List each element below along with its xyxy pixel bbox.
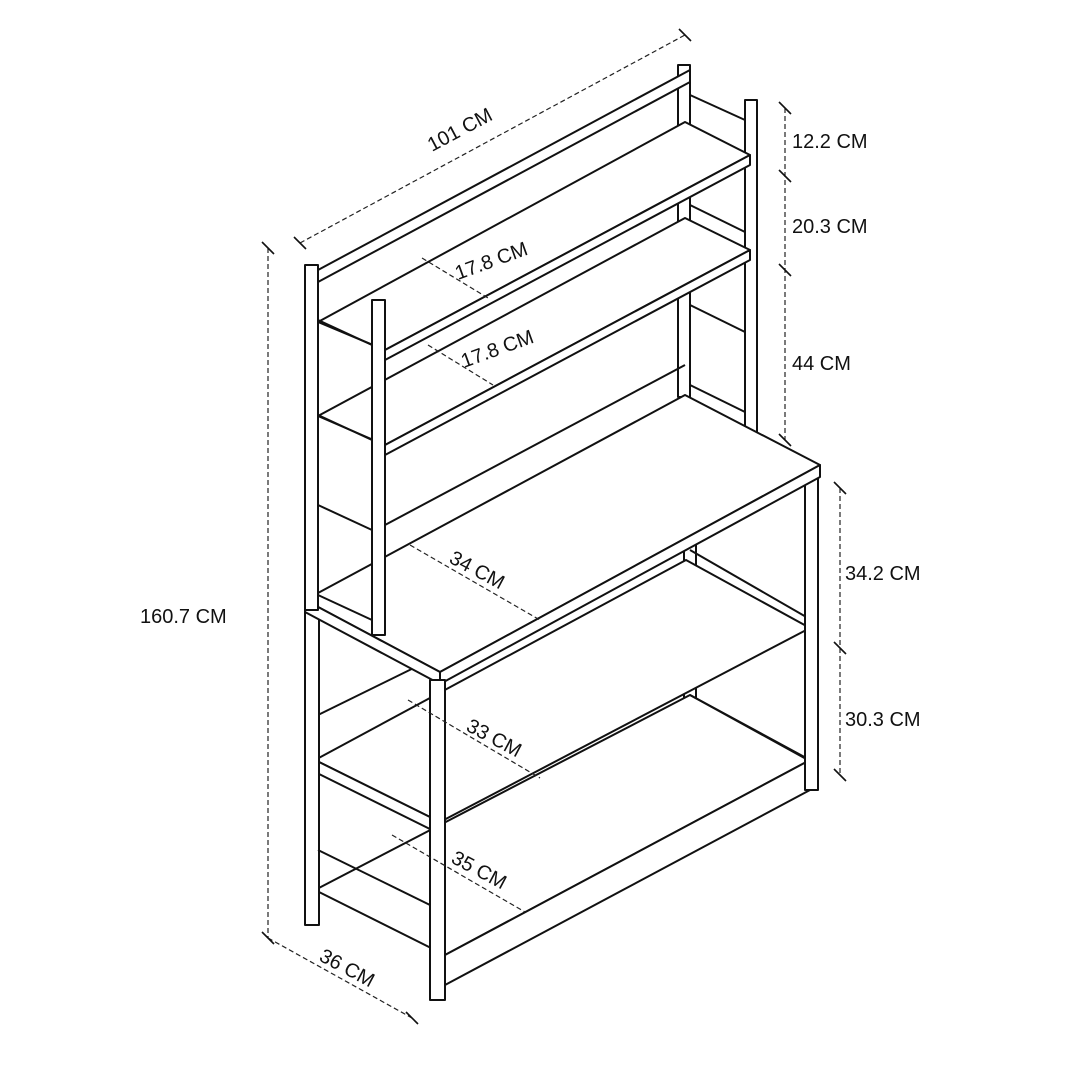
hutch-back-rail (384, 364, 686, 526)
shelf-illustration (304, 64, 821, 1001)
upper-right-rail (689, 549, 809, 619)
upper-shelf-gap-label: 20.3 CM (792, 216, 868, 238)
hutch-front-left-post (371, 299, 386, 636)
depth-label: 36 CM (316, 945, 378, 992)
width-label: 101 CM (424, 104, 496, 156)
top-gap-label: 12.2 CM (792, 131, 868, 153)
front-left-leg (429, 679, 446, 1001)
dimension-lines (261, 28, 847, 1025)
middle-to-bottom-shelf-label: 30.3 CM (845, 709, 921, 731)
hutch-lower-gap-label: 44 CM (792, 353, 851, 375)
desk-to-middle-shelf-label: 34.2 CM (845, 563, 921, 585)
height-label: 160.7 CM (140, 606, 227, 628)
lower-right-rail (689, 694, 809, 761)
hutch-back-left-post (304, 264, 319, 611)
back-left-leg (304, 609, 320, 926)
hutch-front-right-post (744, 99, 758, 436)
front-right-leg (804, 477, 819, 791)
